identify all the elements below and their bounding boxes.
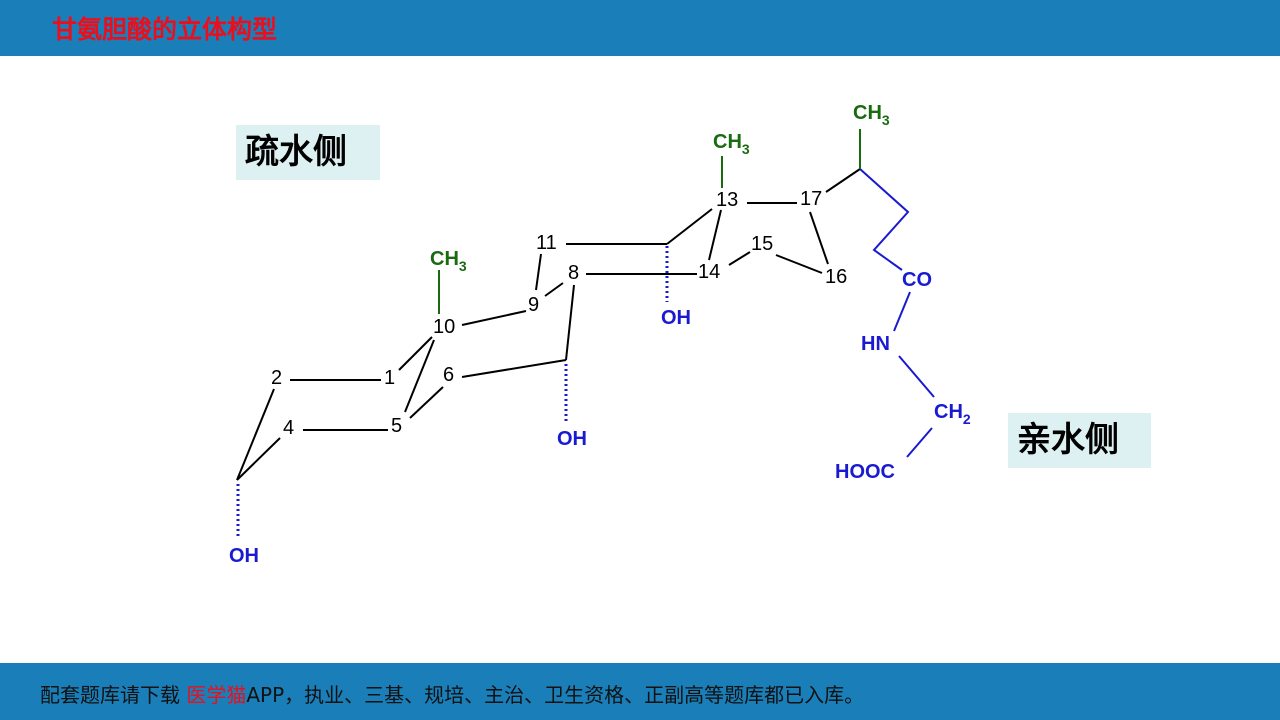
methyl-bonds xyxy=(438,129,861,314)
ch2-group: CH2 xyxy=(934,401,971,427)
bond-2-c3 xyxy=(236,388,275,481)
ch3-group-c10: CH3 xyxy=(430,248,467,274)
svg-text:CH2: CH2 xyxy=(934,401,971,427)
atom-label-9: 9 xyxy=(528,294,539,316)
bond-5-10 xyxy=(404,339,435,413)
atom-label-13: 13 xyxy=(716,189,738,211)
footer-prefix: 配套题库请下载 xyxy=(40,683,187,707)
svg-text:CH3: CH3 xyxy=(430,248,467,274)
bond-c3-4 xyxy=(236,437,281,481)
hn-group: HN xyxy=(861,333,890,355)
atom-label-6: 6 xyxy=(443,364,454,386)
footer-brand-link[interactable]: 医学猫 xyxy=(186,683,247,707)
bond-c12-13 xyxy=(666,208,713,245)
bond-c7-8 xyxy=(565,284,575,361)
bond-hn-ch2 xyxy=(898,355,935,398)
bond-6-c7 xyxy=(461,359,567,378)
atom-label-1: 1 xyxy=(384,367,395,389)
atom-label-15: 15 xyxy=(751,233,773,255)
bond-17-16 xyxy=(809,211,829,265)
oh-group-c7: OH xyxy=(557,428,587,450)
atom-label-5: 5 xyxy=(391,415,402,437)
bond-ch2-hooc xyxy=(906,427,933,458)
oh-group-c12: OH xyxy=(661,307,691,329)
atom-label-11: 11 xyxy=(536,232,557,254)
bond-co-hn xyxy=(893,291,911,332)
atom-label-4: 4 xyxy=(283,417,294,439)
svg-text:CH3: CH3 xyxy=(853,102,890,128)
page-title: 甘氨胆酸的立体构型 xyxy=(52,15,278,44)
hashed-bonds xyxy=(236,246,669,538)
atom-label-17: 17 xyxy=(800,188,822,210)
atom-label-10: 10 xyxy=(433,316,455,338)
svg-text:CH3: CH3 xyxy=(713,131,750,157)
bond-9-8 xyxy=(544,282,564,297)
bond-17-c20 xyxy=(825,168,861,193)
chain-bond xyxy=(859,168,910,271)
hydrophilic-side-label: 亲水侧 xyxy=(1008,413,1151,468)
atom-label-14: 14 xyxy=(698,261,720,283)
ch3-group-c13: CH3 xyxy=(713,131,750,157)
bond-15-16 xyxy=(775,254,823,274)
co-group: CO xyxy=(902,269,932,291)
atom-label-16: 16 xyxy=(825,266,847,288)
footer-text: 配套题库请下载 医学猫APP，执业、三基、规培、主治、卫生资格、正副高等题库都已… xyxy=(40,679,864,708)
ring-bonds xyxy=(236,168,861,481)
bond-5-6 xyxy=(409,386,444,419)
oh-group-c3: OH xyxy=(229,545,259,567)
atom-label-2: 2 xyxy=(271,367,282,389)
bond-1-10 xyxy=(398,336,433,371)
header-bar xyxy=(0,0,1280,56)
hydrophobic-side-label: 疏水侧 xyxy=(236,125,380,180)
ch3-group-c20: CH3 xyxy=(853,102,890,128)
footer-bar xyxy=(0,663,1280,720)
hooc-group: HOOC xyxy=(835,461,895,483)
bond-10-9 xyxy=(461,310,527,326)
footer-suffix: APP，执业、三基、规培、主治、卫生资格、正副高等题库都已入库。 xyxy=(246,683,865,707)
bond-14-15 xyxy=(728,251,751,266)
atom-label-8: 8 xyxy=(568,262,579,284)
bond-9-11 xyxy=(535,253,542,291)
bond-13-14 xyxy=(708,209,722,261)
side-chain-bonds xyxy=(859,168,935,458)
